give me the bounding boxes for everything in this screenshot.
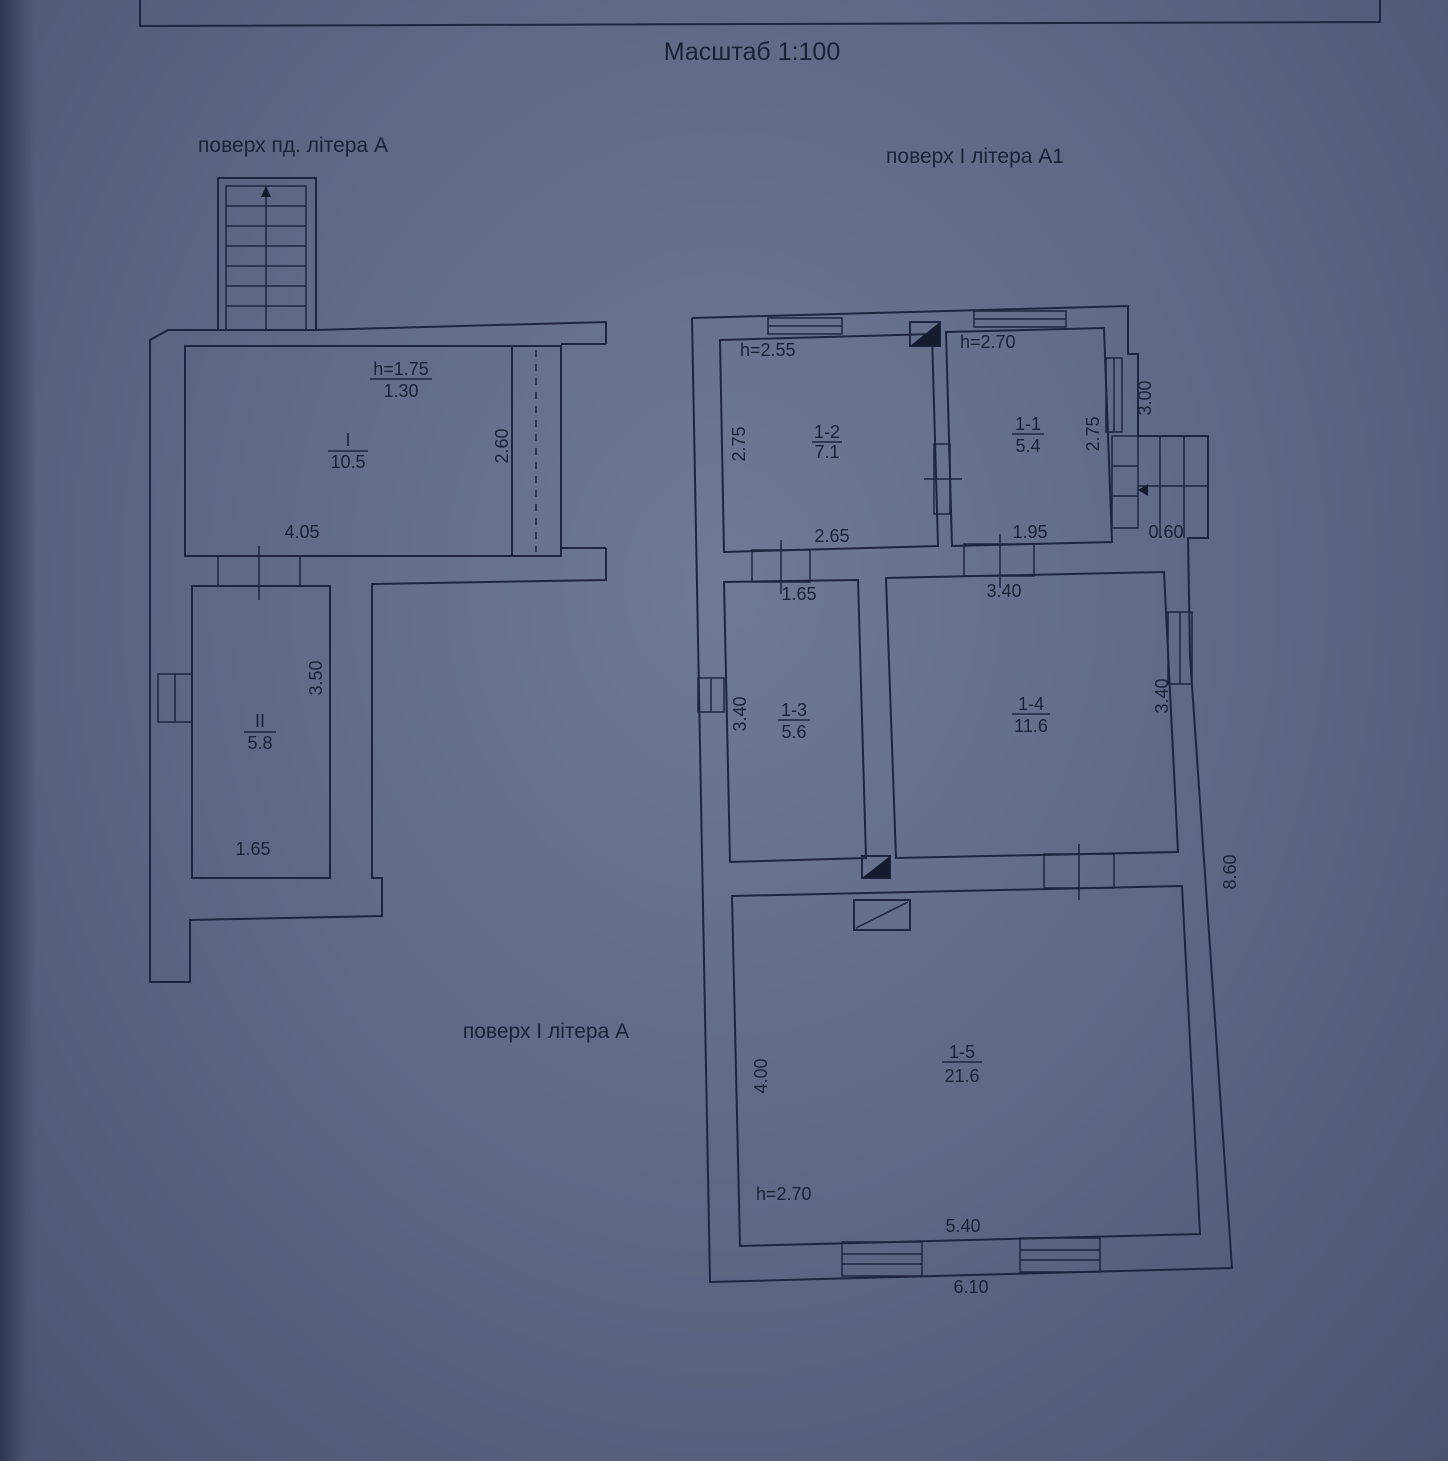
total-width: 6.10 xyxy=(953,1277,988,1297)
basement-stairway xyxy=(217,177,317,331)
windows xyxy=(697,310,1193,1277)
room-I-area: 10.5 xyxy=(330,452,365,472)
entrance-arrow-icon xyxy=(1138,484,1148,496)
room-1-3-depth: 3.40 xyxy=(730,696,750,731)
stair-treads xyxy=(226,186,306,330)
room-1-2-height: h=2.55 xyxy=(740,340,796,360)
room-I-outline xyxy=(184,345,562,557)
basement-floor-label: поверх пд. літера А xyxy=(198,134,388,157)
room-1-5-height: h=2.70 xyxy=(756,1184,812,1204)
basement-outer-wall xyxy=(149,329,607,983)
room-1-2-area: 7.1 xyxy=(814,442,839,462)
stair-arrow-icon xyxy=(261,186,271,197)
room-1-3-width: 1.65 xyxy=(781,584,816,604)
room-I-height-sub: 1.30 xyxy=(383,381,418,401)
basement-plan: h=1.75 1.30 I 10.5 4.05 2.60 II 5.8 1.65… xyxy=(149,177,607,983)
total-depth: 8.60 xyxy=(1220,854,1240,889)
room-1-2-outline xyxy=(718,332,940,554)
room-1-4-number: 1-4 xyxy=(1018,694,1044,714)
scale-label: Масштаб 1:100 xyxy=(664,38,840,66)
room-II-outline xyxy=(191,585,331,879)
room-1-2-width: 2.65 xyxy=(814,526,849,546)
first-floor-a-label: поверх І літера А xyxy=(463,1020,629,1043)
frame-border xyxy=(139,0,1381,28)
steps-dim: 0.60 xyxy=(1148,522,1183,542)
stove-icon xyxy=(853,899,911,931)
room-1-1-number: 1-1 xyxy=(1015,414,1041,434)
room-II-area: 5.8 xyxy=(247,733,272,753)
room-1-4-outline xyxy=(884,570,1180,860)
room-1-4-depth: 3.40 xyxy=(1152,678,1172,713)
room-1-2-number: 1-2 xyxy=(814,422,840,442)
room-1-3-number: 1-3 xyxy=(781,700,807,720)
room-1-5-number: 1-5 xyxy=(949,1042,975,1062)
room-1-5-depth: 4.00 xyxy=(751,1058,771,1093)
basement-top-wall xyxy=(315,320,607,344)
room-1-1-depth: 2.75 xyxy=(1083,416,1103,451)
room-1-1-area: 5.4 xyxy=(1015,436,1040,456)
room-II-number: II xyxy=(255,711,265,731)
page-edge-shadow xyxy=(0,0,38,1461)
room-II-width: 1.65 xyxy=(235,839,270,859)
room-1-3-area: 5.6 xyxy=(781,722,806,742)
room-1-5-width: 5.40 xyxy=(945,1216,980,1236)
room-1-2-depth: 2.75 xyxy=(729,426,749,461)
room-I-depth: 2.60 xyxy=(492,428,512,463)
first-floor-a1-label: поверх І літера А1 xyxy=(886,145,1064,168)
first-floor-outer-wall xyxy=(691,304,1234,1284)
doors xyxy=(751,443,1115,900)
room-1-1-ext-dim: 3.00 xyxy=(1135,380,1155,415)
room-1-5-area: 21.6 xyxy=(944,1066,979,1086)
room-1-4-width: 3.40 xyxy=(986,581,1021,601)
room-I-width: 4.05 xyxy=(284,522,319,542)
room-I-number: I xyxy=(345,430,350,450)
room-II-depth: 3.50 xyxy=(306,660,326,695)
room-1-1-height: h=2.70 xyxy=(960,332,1016,352)
room-1-5-outline xyxy=(730,884,1202,1248)
room-1-3-outline xyxy=(722,578,868,864)
first-floor-plan: h=2.55 1-2 7.1 2.65 2.75 h=2.70 1-1 5.4 … xyxy=(691,304,1240,1297)
room-I-height: h=1.75 xyxy=(373,359,429,379)
room-1-4-area: 11.6 xyxy=(1014,716,1048,736)
entrance-steps xyxy=(1111,435,1208,538)
room-1-1-width: 1.95 xyxy=(1012,522,1047,542)
